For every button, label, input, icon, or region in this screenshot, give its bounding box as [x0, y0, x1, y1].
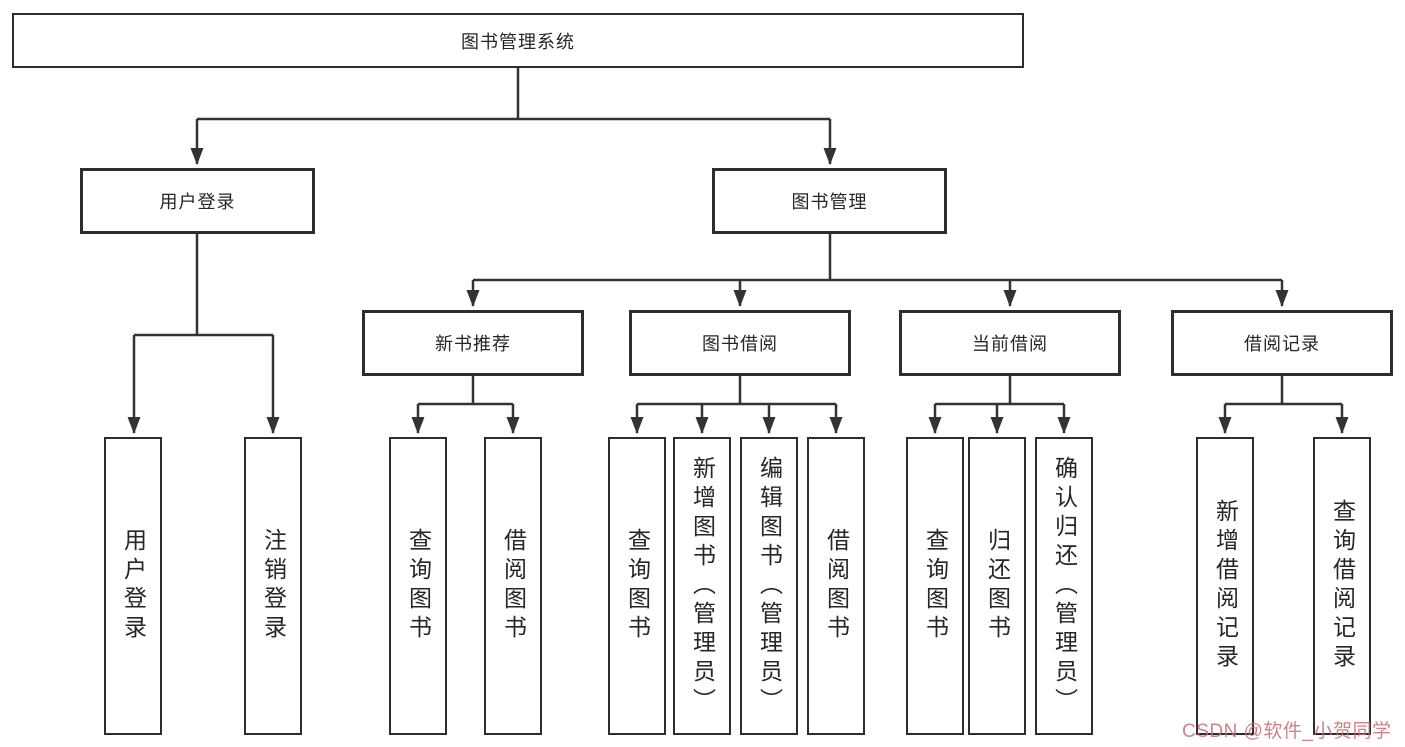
node-book-borrow: 图书借阅: [629, 310, 851, 376]
leaf-current-return-book: 归还图书: [968, 437, 1026, 735]
leaf-borrow-edit-book-admin: 编辑图书（管理员）: [740, 437, 798, 735]
leaf-newbook-query-book: 查询图书: [389, 437, 447, 735]
node-current-borrow: 当前借阅: [899, 310, 1121, 376]
leaf-current-query-book: 查询图书: [906, 437, 964, 735]
leaf-newbook-borrow-book: 借阅图书: [484, 437, 542, 735]
leaf-current-confirm-return-admin: 确认归还（管理员）: [1035, 437, 1093, 735]
csdn-watermark: CSDN @软件_小贺同学: [1182, 721, 1392, 742]
node-new-book-recommend: 新书推荐: [362, 310, 584, 376]
node-user-login: 用户登录: [80, 168, 315, 234]
leaf-borrow-borrow-book: 借阅图书: [807, 437, 865, 735]
node-borrow-records: 借阅记录: [1171, 310, 1393, 376]
node-book-management: 图书管理: [712, 168, 947, 234]
leaf-record-query-borrow-record: 查询借阅记录: [1313, 437, 1371, 735]
leaf-user-login: 用户登录: [104, 437, 162, 735]
leaf-record-add-borrow-record: 新增借阅记录: [1196, 437, 1254, 735]
leaf-borrow-query-book: 查询图书: [608, 437, 666, 735]
leaf-logout-login: 注销登录: [244, 437, 302, 735]
node-root: 图书管理系统: [12, 13, 1024, 68]
leaf-borrow-add-book-admin: 新增图书（管理员）: [673, 437, 731, 735]
